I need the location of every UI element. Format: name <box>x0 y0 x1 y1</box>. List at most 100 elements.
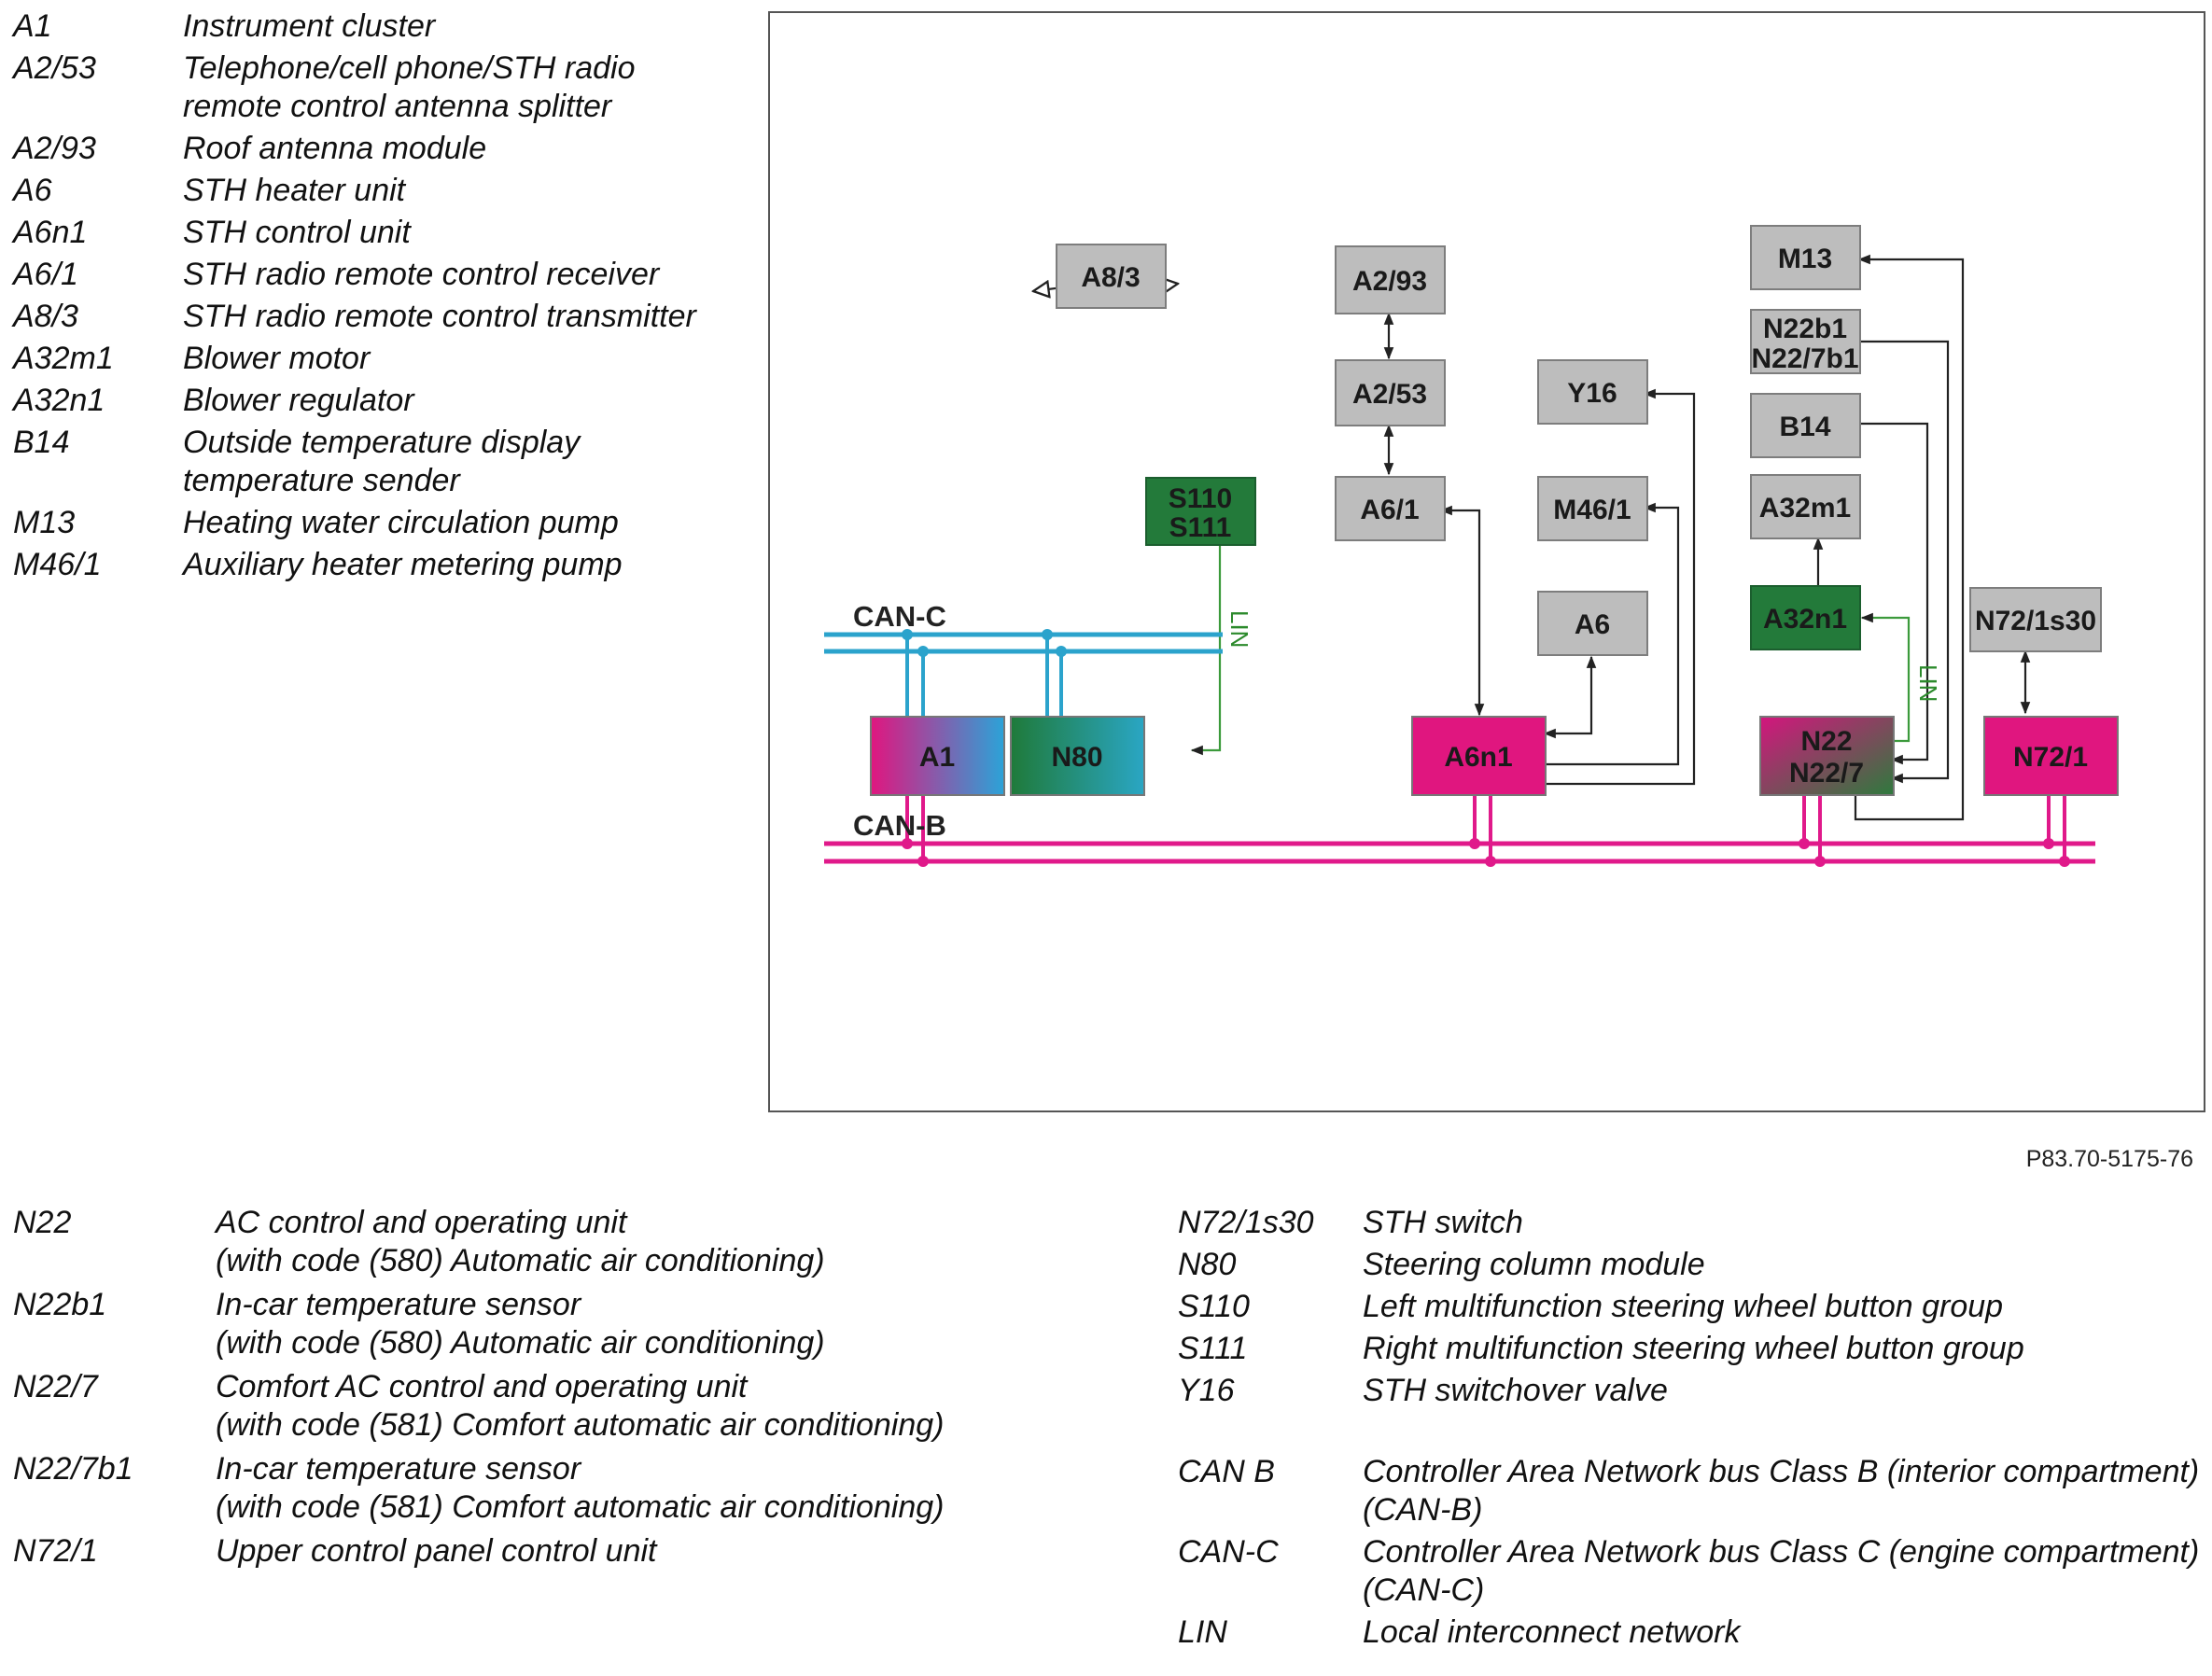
wire-a6-1-a6n1 <box>1439 505 1485 717</box>
block-n22b1 <box>1750 309 1861 374</box>
label-n72-1: N72/1 <box>2013 742 2088 773</box>
block-a6 <box>1537 591 1648 656</box>
label-a6-1: A6/1 <box>1360 495 1419 525</box>
legend-item: A32m1 Blower motor <box>13 340 741 378</box>
block-a1 <box>870 716 1005 796</box>
network-diagram: CAN-C CAN-B LIN LIN <box>824 225 2119 867</box>
label-a2-93: A2/93 <box>1352 266 1427 297</box>
legend-code: A2/93 <box>13 131 96 166</box>
legend-code: Y16 <box>1178 1373 1235 1408</box>
block-n80 <box>1010 716 1145 796</box>
legend-description-note: (with code (581) Comfort automatic air c… <box>216 1407 945 1443</box>
legend-description: Upper control panel control unit <box>216 1533 657 1569</box>
wire-n22b1-n22 <box>1858 340 1950 784</box>
legend-description: In-car temperature sensor <box>216 1451 581 1487</box>
label-a32n1: A32n1 <box>1763 604 1847 635</box>
block-n72-1 <box>1983 716 2119 796</box>
label-s110: S110 <box>1169 483 1232 514</box>
legend-description: STH heater unit <box>183 173 406 208</box>
block-m13 <box>1750 225 1861 290</box>
legend-description: Telephone/cell phone/STH radio remote co… <box>183 50 636 124</box>
block-a6-1 <box>1335 476 1446 541</box>
wire-a6n1-m46-1 <box>1545 502 1680 766</box>
network-diagram-frame: CAN-C CAN-B LIN LIN <box>768 11 2205 1112</box>
block-a2-93 <box>1335 245 1446 314</box>
lin-label-right: LIN <box>1914 664 1942 702</box>
legend-description-note: (with code (580) Automatic air condition… <box>216 1325 825 1361</box>
legend-item: CAN-C Controller Area Network bus Class C… <box>1178 1533 2205 1610</box>
legend-item: A2/93 Roof antenna module <box>13 130 741 168</box>
label-y16: Y16 <box>1567 378 1617 409</box>
legend-code: A6n1 <box>13 215 88 250</box>
legend-description: In-car temperature sensor <box>216 1287 581 1322</box>
lin-label-left: LIN <box>1225 610 1253 648</box>
label-a2-53: A2/53 <box>1352 379 1427 410</box>
lin-wire-n22-a32n1 <box>1860 612 1911 743</box>
legend-code: N80 <box>1178 1247 1237 1282</box>
label-a8-3: A8/3 <box>1081 262 1140 293</box>
can-b-label: CAN-B <box>853 809 946 842</box>
label-n80: N80 <box>1051 742 1102 773</box>
legend-code: N72/1s30 <box>1178 1205 1314 1240</box>
can-c-label: CAN-C <box>853 600 946 633</box>
legend-code: N22/7b1 <box>13 1451 133 1487</box>
label-a32m1: A32m1 <box>1759 493 1851 524</box>
legend-description: Controller Area Network bus Class C (eng… <box>1363 1534 2200 1608</box>
legend-description: STH radio remote control transmitter <box>183 299 696 334</box>
legend-description: Controller Area Network bus Class B (int… <box>1363 1454 2200 1528</box>
legend-item: A6n1 STH control unit <box>13 214 741 252</box>
block-a32n1 <box>1750 585 1861 650</box>
label-b14: B14 <box>1779 412 1830 442</box>
legend-description: AC control and operating unit <box>216 1205 627 1240</box>
legend-code: A6 <box>13 173 52 208</box>
block-a32m1 <box>1750 474 1861 539</box>
legend-description: STH control unit <box>183 215 411 250</box>
label-n72-1s30: N72/1s30 <box>1975 606 2096 636</box>
legend-description: STH switch <box>1363 1205 1523 1240</box>
label-n22: N22 <box>1800 726 1852 757</box>
label-a1: A1 <box>919 742 955 773</box>
label-a6n1: A6n1 <box>1444 742 1512 773</box>
legend-description: Blower motor <box>183 341 371 376</box>
label-s111: S111 <box>1169 512 1232 543</box>
legend-description: Outside temperature display temperature … <box>183 425 581 498</box>
wire-n22-m13 <box>1854 254 1965 821</box>
legend-code: CAN-C <box>1178 1534 1279 1570</box>
legend-description: Left multifunction steering wheel button… <box>1363 1289 2004 1324</box>
block-n22 <box>1759 716 1895 796</box>
block-a8-3 <box>1056 244 1167 309</box>
label-n22-7b1: N22/7b1 <box>1751 343 1858 374</box>
legend-description: Auxiliary heater metering pump <box>183 547 623 582</box>
legend-code: A2/53 <box>13 50 96 86</box>
label-n22b1: N22b1 <box>1763 314 1847 344</box>
block-a6n1 <box>1411 716 1547 796</box>
wire-a6-a6n1 <box>1543 655 1597 739</box>
figure-id: P83.70-5175-76 <box>2025 1146 2193 1172</box>
legend-description: Roof antenna module <box>183 131 487 166</box>
legend-item: A6 STH heater unit <box>13 172 741 210</box>
legend-code: A32m1 <box>13 341 114 376</box>
legend-code: A32n1 <box>13 383 105 418</box>
legend-description: Steering column module <box>1363 1247 1705 1282</box>
block-m46-1 <box>1537 476 1648 541</box>
label-n22-7: N22/7 <box>1789 758 1864 789</box>
legend-code: A8/3 <box>13 299 78 334</box>
legend-description-note: (with code (580) Automatic air condition… <box>216 1243 825 1278</box>
label-m13: M13 <box>1778 244 1832 274</box>
wire-a6n1-y16 <box>1545 388 1696 786</box>
legend-description: Blower regulator <box>183 383 414 418</box>
legend-description: Heating water circulation pump <box>183 505 619 540</box>
legend-code: N22b1 <box>13 1287 107 1322</box>
